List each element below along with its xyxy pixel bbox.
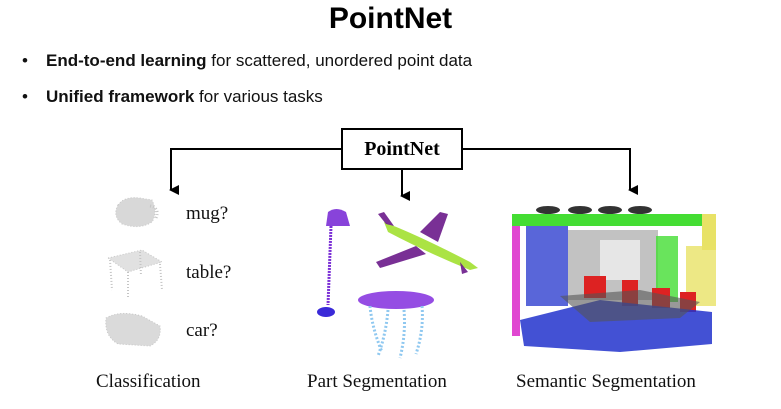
semantic-segmentation-caption: Semantic Segmentation <box>516 371 696 392</box>
bullet-bold: End-to-end learning <box>46 51 207 70</box>
bullet-item: • Unified framework for various tasks <box>18 86 472 122</box>
arrow-to-classification <box>169 148 341 195</box>
room-point-cloud-icon <box>512 206 716 352</box>
mug-label: mug? <box>186 203 229 224</box>
bullet-item: • End-to-end learning for scattered, uno… <box>18 50 472 86</box>
arrow-to-semantic-segmentation <box>463 148 638 195</box>
pointnet-box: PointNet <box>341 128 463 170</box>
bullet-dot-icon: • <box>22 51 28 70</box>
bullet-text: for scattered, unordered point data <box>206 51 473 70</box>
lamp-point-cloud-icon <box>317 209 350 317</box>
table-label: table? <box>186 262 232 283</box>
table-point-cloud-icon <box>106 249 164 298</box>
part-segmentation-caption: Part Segmentation <box>307 371 447 392</box>
car-label: car? <box>186 320 218 341</box>
car-point-cloud-icon <box>105 312 161 347</box>
bullet-bold: Unified framework <box>46 87 195 106</box>
slide-title: PointNet <box>328 2 453 35</box>
mug-point-cloud-icon <box>115 197 159 228</box>
airplane-point-cloud-icon <box>376 212 478 274</box>
bullet-dot-icon: • <box>22 87 28 106</box>
bullet-list: • End-to-end learning for scattered, uno… <box>18 50 472 122</box>
round-table-point-cloud-icon <box>358 291 434 359</box>
bullet-text: for various tasks <box>194 87 323 106</box>
classification-caption: Classification <box>96 371 201 392</box>
